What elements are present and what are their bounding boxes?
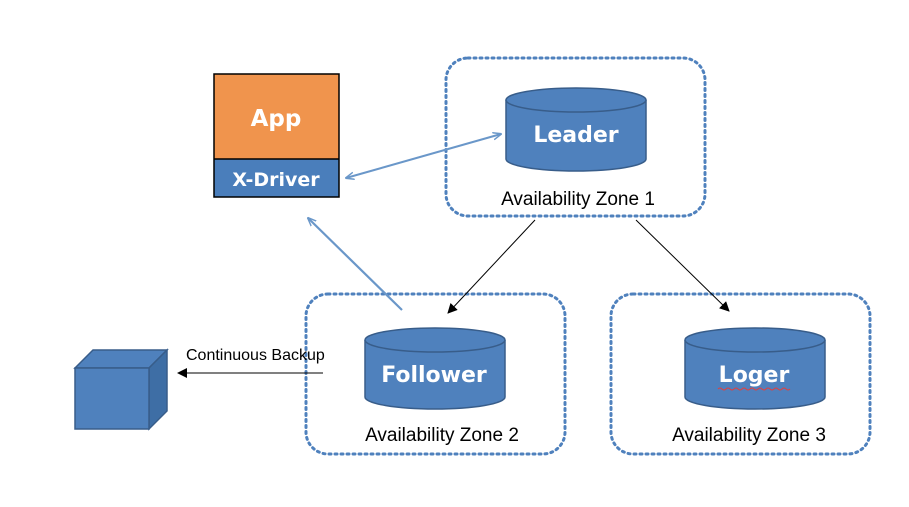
zone1-label: Availability Zone 1 <box>501 189 655 210</box>
leader-follower-arrow <box>447 219 536 314</box>
backup-label: Continuous Backup <box>186 347 325 364</box>
app-outline <box>213 73 340 198</box>
leader-label: Leader <box>533 123 618 148</box>
follower-driver-arrow <box>308 218 403 311</box>
zone3-label: Availability Zone 3 <box>672 425 826 446</box>
x-driver-box <box>214 159 339 197</box>
zone2-box <box>304 292 567 456</box>
app-box <box>214 74 339 159</box>
zone2-label: Availability Zone 2 <box>365 425 519 446</box>
x-driver-label: X-Driver <box>232 169 320 191</box>
zone3-box <box>609 292 872 456</box>
leader-cylinder <box>505 87 647 172</box>
follower-label: Follower <box>381 363 487 388</box>
driver-leader-arrow <box>346 134 501 178</box>
follower-cylinder <box>364 327 506 410</box>
leader-loger-arrow <box>635 219 730 312</box>
app-label: App <box>251 106 302 132</box>
spellcheck-underline <box>717 387 791 391</box>
loger-label: Loger <box>719 363 790 388</box>
loger-cylinder <box>684 327 826 410</box>
backup-cube-icon <box>73 348 169 431</box>
